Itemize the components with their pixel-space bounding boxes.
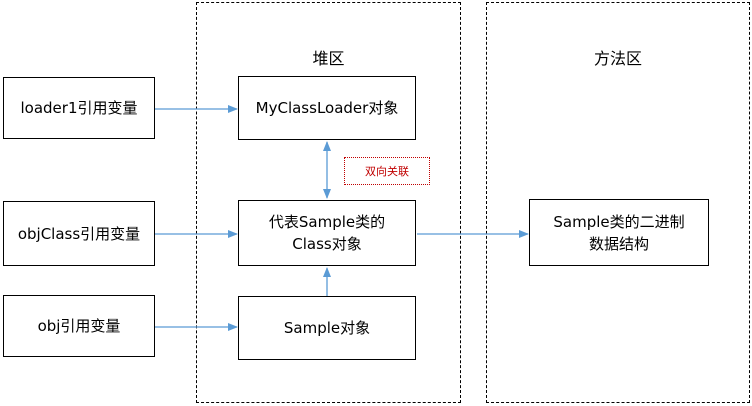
bidirectional-association-note: 双向关联 — [344, 157, 430, 185]
myclassloader-object-box: MyClassLoader对象 — [238, 76, 416, 140]
heap-region-label: 堆区 — [312, 49, 345, 68]
objclass-variable-label: objClass引用变量 — [17, 224, 141, 243]
bidirectional-association-label: 双向关联 — [365, 165, 409, 178]
class-object-label-line1: 代表Sample类的 — [268, 213, 386, 231]
obj-variable-box: obj引用变量 — [3, 295, 155, 357]
sample-object-box: Sample对象 — [238, 296, 416, 360]
class-object-label-line2: Class对象 — [292, 235, 362, 253]
heap-region: 堆区 — [196, 2, 461, 403]
class-object-box: 代表Sample类的 Class对象 — [238, 200, 416, 266]
objclass-variable-box: objClass引用变量 — [3, 201, 155, 266]
myclassloader-object-label: MyClassLoader对象 — [255, 99, 399, 117]
obj-variable-label: obj引用变量 — [37, 317, 121, 335]
binary-data-structure-label-line1: Sample类的二进制 — [553, 212, 685, 231]
binary-data-structure-label-line2: 数据结构 — [588, 234, 649, 253]
loader1-variable-label: loader1引用变量 — [20, 99, 138, 117]
loader1-variable-box: loader1引用变量 — [3, 77, 155, 139]
method-area-region-label: 方法区 — [593, 49, 642, 68]
method-area-region: 方法区 — [486, 2, 750, 403]
binary-data-structure-box: Sample类的二进制 数据结构 — [529, 199, 709, 266]
sample-object-label: Sample对象 — [283, 319, 371, 337]
